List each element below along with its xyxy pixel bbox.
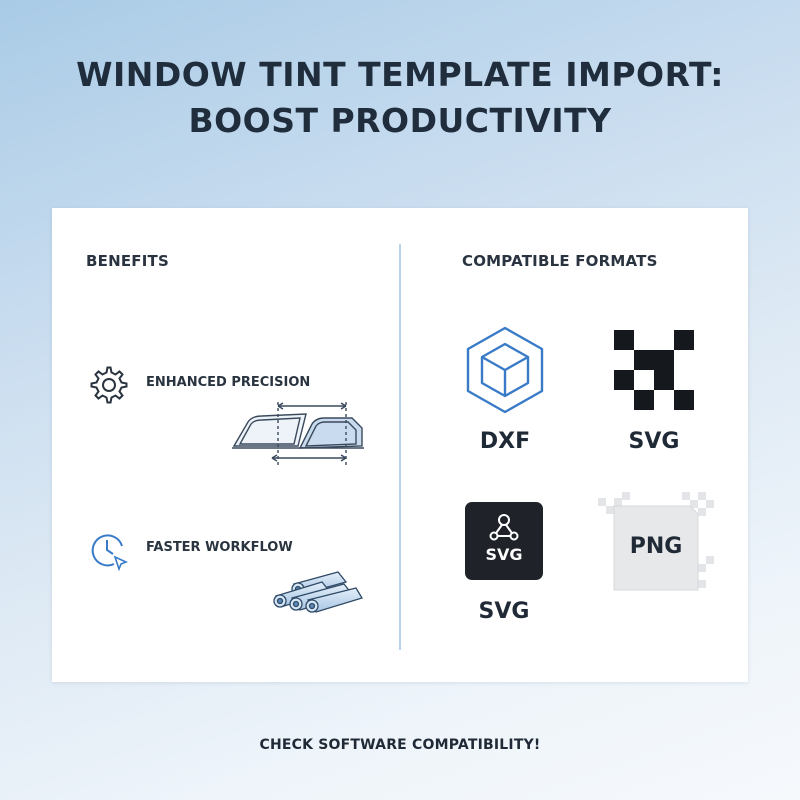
page-title-line-1: WINDOW TINT TEMPLATE IMPORT: <box>76 55 724 94</box>
pixel-grid-icon <box>614 330 694 410</box>
benefits-heading: BENEFITS <box>86 252 169 270</box>
format-label-svg: SVG <box>628 429 680 454</box>
format-label-dxf: DXF <box>479 429 531 454</box>
column-divider <box>399 244 401 650</box>
gear-icon <box>90 366 128 404</box>
node-graph-icon <box>489 514 519 541</box>
checkerboard-pattern <box>598 492 714 591</box>
format-label-svg-2: SVG <box>478 599 530 624</box>
formats-heading: COMPATIBLE FORMATS <box>462 252 658 270</box>
page-title: WINDOW TINT TEMPLATE IMPORT: BOOST PRODU… <box>0 52 800 144</box>
hexagon-cube-icon <box>466 326 544 414</box>
svg-node-badge-icon: SVG <box>465 502 543 580</box>
tint-film-rolls-illustration <box>273 571 363 613</box>
footer-cta: CHECK SOFTWARE COMPATIBILITY! <box>259 737 541 753</box>
car-window-template-illustration <box>232 402 364 466</box>
benefit-label-enhanced-precision: ENHANCED PRECISION <box>146 375 311 390</box>
png-transparency-icon: PNG <box>598 492 714 591</box>
svg-badge-text: SVG <box>485 545 523 564</box>
clock-cursor-icon <box>91 534 129 572</box>
content-card: BENEFITS ENHANCED PRECISION <box>52 208 748 682</box>
png-badge-text: PNG <box>629 534 683 559</box>
benefit-label-faster-workflow: FASTER WORKFLOW <box>146 540 293 555</box>
page-title-line-2: BOOST PRODUCTIVITY <box>188 101 612 140</box>
